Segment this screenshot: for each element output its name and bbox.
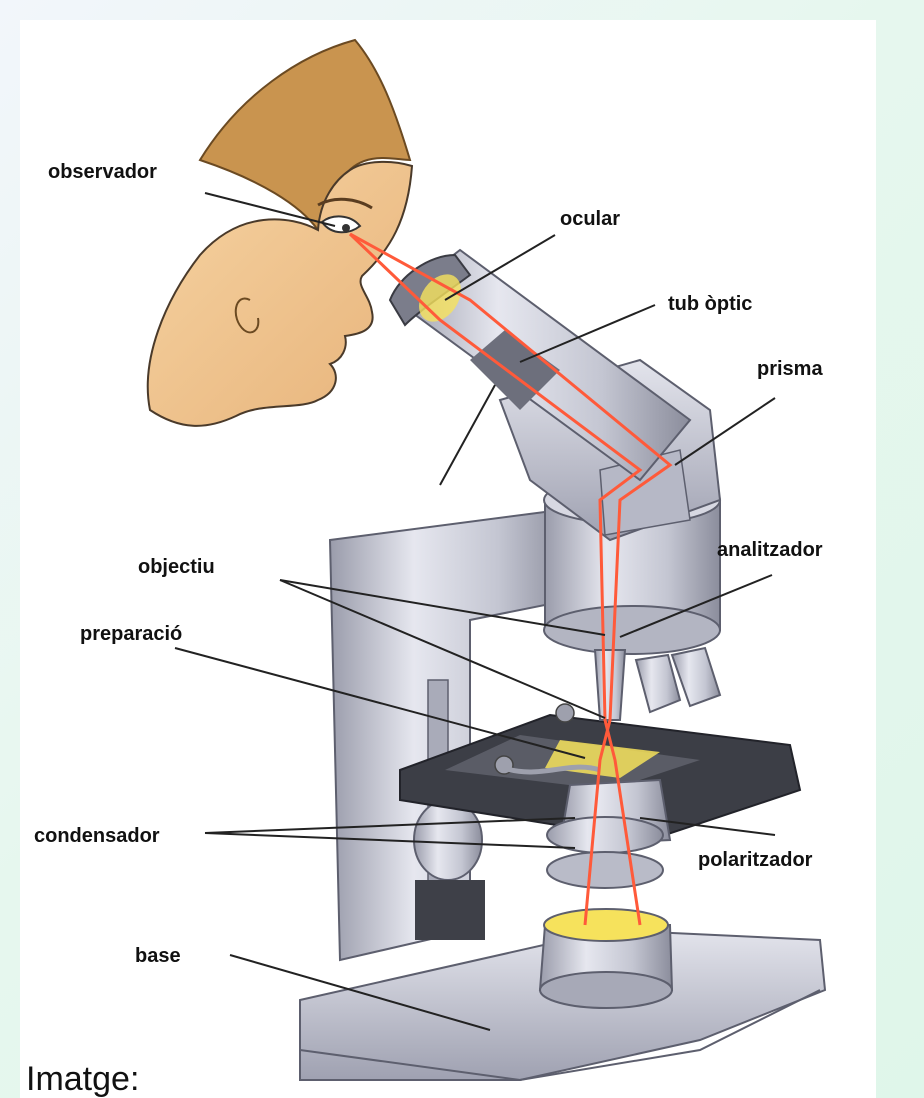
leader-tub-optic-2 [440,385,495,485]
label-objectiu: objectiu [138,556,215,578]
face-shape [148,162,412,426]
observer-head-illustration [148,40,412,426]
label-base: base [135,945,181,967]
label-analitzador: analitzador [717,539,823,561]
polarizer-shape [547,852,663,888]
label-observador: observador [48,161,157,183]
label-condensador: condensador [34,825,160,847]
label-polaritzador: polaritzador [698,849,813,871]
label-prisma: prisma [757,358,823,380]
label-preparacio: preparació [80,623,182,645]
label-tub-optic: tub òptic [668,293,752,315]
label-ocular: ocular [560,208,620,230]
microscope-illustration [300,234,825,1080]
image-caption: Imatge: [26,1062,139,1096]
pupil-shape [342,224,350,232]
